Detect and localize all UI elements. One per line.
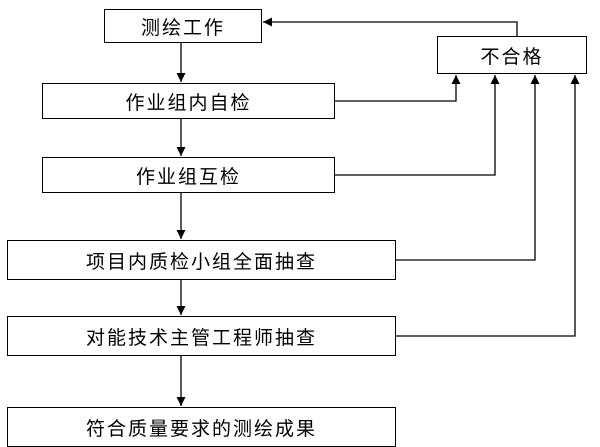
step-group-self-check: 作业组内自检 (42, 83, 335, 119)
arrow-qc-sampling-to-reject (396, 75, 540, 261)
reject-box: 不合格 (437, 36, 587, 74)
step-qc-team-sampling-label: 项目内质检小组全面抽查 (85, 250, 317, 273)
step-group-mutual-check: 作业组互检 (42, 157, 335, 193)
arrow-self-check-to-reject (335, 75, 461, 102)
arrow-mutual-check-to-reject (335, 75, 500, 176)
step-survey-work: 测绘工作 (104, 9, 262, 43)
step-final-result: 符合质量要求的测绘成果 (7, 407, 396, 447)
arrow-reject-to-survey (263, 17, 518, 36)
step-group-self-check-label: 作业组内自检 (125, 91, 252, 114)
arrow-engineer-sampling-to-reject (396, 75, 580, 337)
step-engineer-sampling-label: 对能技术主管工程师抽查 (85, 326, 317, 349)
step-qc-team-sampling: 项目内质检小组全面抽查 (7, 240, 396, 280)
step-final-result-label: 符合质量要求的测绘成果 (85, 417, 317, 440)
reject-label: 不合格 (480, 45, 544, 68)
step-survey-work-label: 测绘工作 (140, 16, 225, 39)
step-group-mutual-check-label: 作业组互检 (135, 165, 241, 188)
step-engineer-sampling: 对能技术主管工程师抽查 (7, 316, 396, 356)
